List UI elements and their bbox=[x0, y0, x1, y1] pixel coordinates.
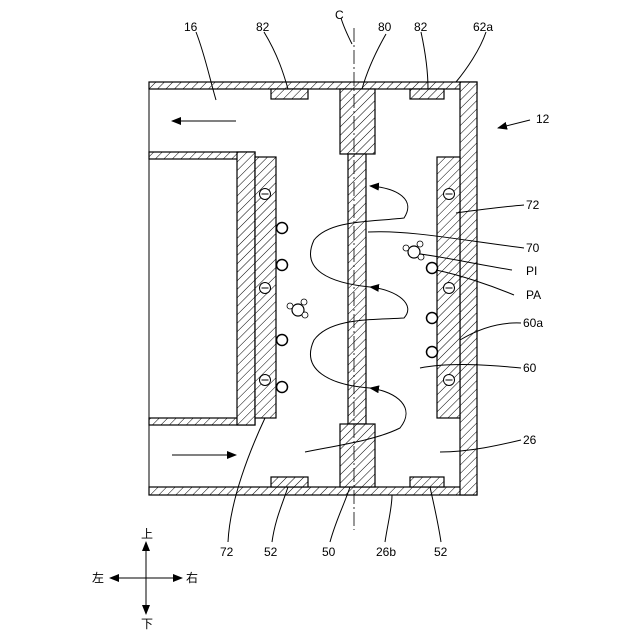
label-12: 12 bbox=[536, 112, 550, 126]
central-member bbox=[340, 89, 375, 487]
label-72-left: 72 bbox=[220, 545, 234, 559]
label-16: 16 bbox=[184, 20, 198, 34]
ion-neg-left-2 bbox=[260, 283, 271, 294]
bottom-wall bbox=[149, 487, 477, 495]
positive-ion-cluster-left bbox=[287, 299, 308, 318]
right-wall bbox=[460, 82, 477, 495]
left-module bbox=[149, 152, 255, 425]
pad-52-left bbox=[271, 477, 308, 487]
label-80: 80 bbox=[378, 20, 392, 34]
label-70: 70 bbox=[526, 241, 540, 255]
label-pa: PA bbox=[526, 288, 541, 302]
compass-down: 下 bbox=[141, 617, 153, 631]
label-60: 60 bbox=[523, 361, 537, 375]
ion-neg-right-1 bbox=[444, 189, 455, 200]
ion-neg-left-3 bbox=[260, 375, 271, 386]
lower-block-50 bbox=[340, 424, 375, 487]
pad-52-right bbox=[410, 477, 444, 487]
label-82-right: 82 bbox=[414, 20, 428, 34]
label-pi: PI bbox=[526, 264, 537, 278]
compass-left: 左 bbox=[92, 570, 104, 585]
label-60a: 60a bbox=[523, 316, 543, 330]
pad-82-left bbox=[271, 89, 308, 99]
label-52-left: 52 bbox=[264, 545, 278, 559]
center-plate-70 bbox=[348, 154, 366, 424]
ion-neg-right-3 bbox=[444, 375, 455, 386]
compass-up: 上 bbox=[141, 527, 153, 541]
positive-ion-cluster-right bbox=[403, 241, 424, 260]
label-c: C bbox=[335, 8, 344, 22]
label-52-right: 52 bbox=[434, 545, 448, 559]
label-26b: 26b bbox=[376, 545, 396, 559]
compass-right: 右 bbox=[186, 570, 198, 585]
label-26: 26 bbox=[523, 433, 537, 447]
label-72-right: 72 bbox=[526, 198, 540, 212]
compass-icon: 上 下 左 右 bbox=[92, 527, 198, 631]
housing bbox=[149, 82, 477, 495]
pad-82-right bbox=[410, 89, 444, 99]
left-module-side bbox=[237, 152, 255, 425]
label-50: 50 bbox=[322, 545, 336, 559]
upper-block-80 bbox=[340, 89, 375, 154]
ion-neg-right-2 bbox=[444, 283, 455, 294]
label-62a: 62a bbox=[473, 20, 493, 34]
ion-neg-left-1 bbox=[260, 189, 271, 200]
label-82-left: 82 bbox=[256, 20, 270, 34]
